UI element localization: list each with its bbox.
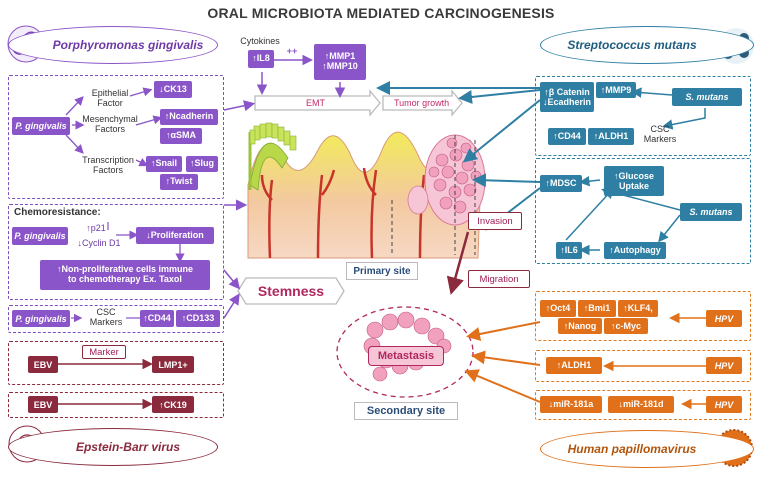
glucose-uptake-box: ↑Glucose Uptake	[604, 166, 664, 196]
proliferation-box: ↓Proliferation	[136, 227, 214, 244]
pg-pathogen-label: Porphyromonas gingivalis	[8, 26, 218, 64]
sm-pathogen-label: Streptococcus mutans	[540, 26, 754, 64]
hpv-pathogen-label: Human papillomavirus	[540, 430, 754, 468]
sm-panel-2	[535, 158, 751, 264]
secondary-site-label: Secondary site	[354, 402, 458, 420]
sm-cd44-box: ↑CD44	[548, 128, 586, 145]
hpv-panel-3	[535, 390, 751, 420]
primary-site-label: Primary site	[346, 262, 418, 280]
hpv2-agent: HPV	[706, 357, 742, 374]
pg-cd44-box: ↑CD44	[140, 310, 174, 327]
ck19-box: ↑CK19	[152, 396, 194, 413]
nanog-box: ↑Nanog	[558, 318, 602, 334]
pg-agent-box: P. gingivalis	[12, 117, 70, 135]
transcription-factors-label: Transcription Factors	[82, 155, 134, 176]
chemo-pg-agent: P. gingivalis	[12, 227, 68, 245]
hpv3-agent: HPV	[706, 396, 742, 413]
non-proliferative-box: ↑Non-proliferative cells immune to chemo…	[40, 260, 210, 290]
page-title: ORAL MICROBIOTA MEDIATED CARCINOGENESIS	[207, 5, 555, 21]
mdsc-box: ↑MDSC	[540, 175, 582, 192]
il6-box: ↑IL6	[556, 242, 582, 259]
cmyc-box: ↑c-Myc	[604, 318, 648, 334]
twist-box: ↑Twist	[160, 174, 198, 190]
metastasis-label: Metastasis	[368, 346, 444, 366]
bcatenin-box: ↑β Catenin ↓Ecadherin	[540, 82, 594, 112]
asma-box: ↑αSMA	[160, 128, 202, 144]
hpv-aldh1-box: ↑ALDH1	[546, 357, 602, 374]
pg-csc-panel	[8, 305, 224, 333]
csc-pg-agent: P. gingivalis	[12, 310, 70, 327]
sm-panel-1	[535, 76, 751, 156]
p21-label: ↑p21	[86, 223, 106, 233]
hpv-panel-2	[535, 350, 751, 382]
il8-box: ↑IL8	[248, 50, 274, 68]
pg-emt-panel	[8, 75, 224, 199]
cytokines-label: Cytokines	[240, 36, 280, 46]
ebv2-agent: EBV	[28, 396, 58, 413]
autophagy-box: ↑Autophagy	[604, 242, 666, 259]
mmp-box: ↑MMP1 ↑MMP10	[314, 44, 366, 80]
sm1-agent: S. mutans	[672, 88, 742, 106]
epithelial-factor-label: Epithelial Factor	[91, 88, 129, 109]
sm-aldh1-box: ↑ALDH1	[588, 128, 634, 145]
slug-box: ↑Slug	[186, 156, 218, 172]
ebv-marker-label: Marker	[82, 345, 126, 359]
migration-label: Migration	[468, 270, 530, 288]
ebv-ck19-panel	[8, 392, 224, 418]
mesenchymal-factors-label: Mesenchymal Factors	[82, 114, 138, 135]
ebv1-agent: EBV	[28, 356, 58, 373]
mir181a-box: ↓miR-181a	[540, 396, 602, 413]
chemoresistance-panel	[8, 204, 224, 300]
chemoresistance-header: Chemoresistance:	[14, 207, 101, 218]
snail-box: ↑Snail	[146, 156, 182, 172]
csc-markers-label: CSC Markers	[89, 307, 123, 328]
sm2-agent: S. mutans	[680, 203, 742, 221]
hpv1-agent: HPV	[706, 310, 742, 327]
ebv-marker-panel	[8, 341, 224, 385]
invasion-label: Invasion	[468, 212, 522, 230]
hpv-panel-1	[535, 291, 751, 341]
cyclin-d1-label: ↓Cyclin D1	[77, 238, 121, 248]
ebv-pathogen-label: Epstein-Barr virus	[8, 428, 218, 466]
sm-csc-label: CSC Markers	[643, 124, 677, 145]
emt-label: EMT	[306, 98, 325, 108]
ck13-box: ↓CK13	[154, 81, 192, 98]
synergy-label: ++	[286, 46, 298, 56]
mir181d-box: ↓miR-181d	[608, 396, 674, 413]
klf4-box: ↑KLF4,	[618, 300, 658, 317]
bmi1-box: ↑Bmi1	[578, 300, 616, 317]
columnar-cells	[249, 122, 297, 151]
lmp1-box: LMP1+	[152, 356, 194, 373]
stemness-label: Stemness	[257, 283, 325, 299]
pg-cd133-box: ↑CD133	[176, 310, 220, 327]
ncadherin-box: ↑Ncadherin	[160, 109, 218, 125]
tumor-growth-label: Tumor growth	[394, 98, 450, 108]
oct4-box: ↑Oct4	[540, 300, 576, 317]
mmp9-box: ↑MMP9	[596, 82, 636, 98]
